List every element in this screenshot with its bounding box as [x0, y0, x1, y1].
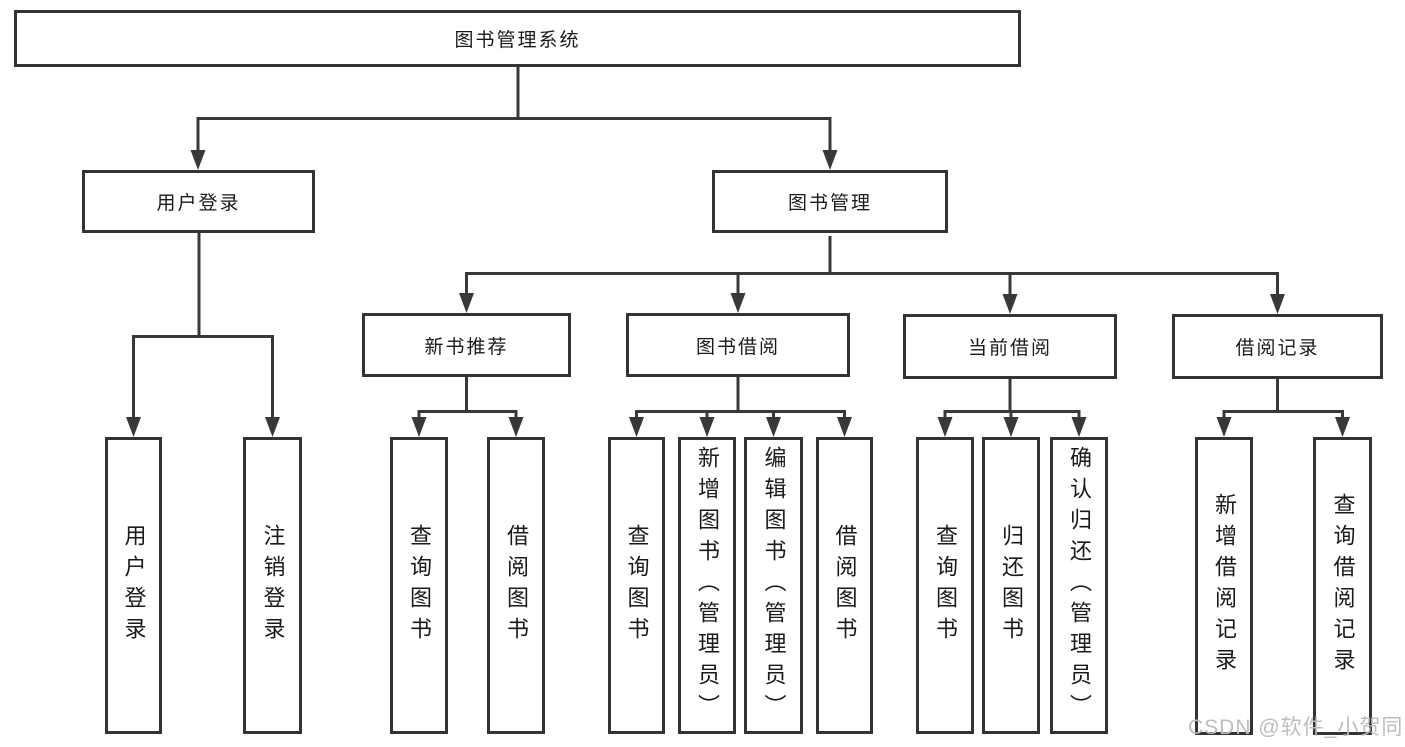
node-root-label: 图书管理系统: [454, 30, 581, 51]
node-new-book-recommend-label: 新书推荐: [424, 336, 509, 358]
node-current-borrowing: 当前借阅: [903, 314, 1117, 379]
leaf-add-book-admin-label: 新增图书（管理员）: [695, 446, 720, 725]
node-borrow-records-label: 借阅记录: [1235, 338, 1320, 359]
node-current-borrowing-label: 当前借阅: [967, 338, 1052, 359]
leaf-add-borrow-record-label: 新增借阅记录: [1212, 493, 1237, 679]
leaf-return-book: 归还图书: [982, 437, 1040, 734]
leaf-user-login: 用户登录: [105, 437, 162, 734]
node-user-login-label: 用户登录: [156, 193, 241, 214]
node-book-management-label: 图书管理: [787, 193, 872, 214]
leaf-query-borrow-record-label: 查询借阅记录: [1330, 493, 1356, 679]
leaf-logout-label: 注销登录: [260, 523, 286, 648]
leaf-query-book-borrowing-label: 查询图书: [624, 523, 650, 648]
leaf-query-borrow-record: 查询借阅记录: [1313, 437, 1372, 735]
node-book-management: 图书管理: [712, 170, 948, 233]
leaf-borrow-book: 借阅图书: [816, 437, 873, 734]
node-book-borrowing: 图书借阅: [626, 313, 850, 377]
leaf-confirm-return-admin-label: 确认归还（管理员）: [1067, 446, 1092, 725]
leaf-confirm-return-admin: 确认归还（管理员）: [1050, 437, 1108, 734]
node-new-book-recommend: 新书推荐: [362, 313, 571, 377]
leaf-query-book-recommend-label: 查询图书: [407, 523, 432, 648]
leaf-query-book-borrowing: 查询图书: [608, 437, 665, 734]
leaf-edit-book-admin: 编辑图书（管理员）: [744, 437, 803, 734]
leaf-return-book-label: 归还图书: [999, 523, 1024, 648]
leaf-add-borrow-record: 新增借阅记录: [1195, 437, 1253, 735]
leaf-borrow-book-label: 借阅图书: [832, 523, 858, 648]
leaf-query-book-current: 查询图书: [916, 437, 974, 734]
leaf-add-book-admin: 新增图书（管理员）: [678, 437, 736, 734]
leaf-logout: 注销登录: [243, 437, 302, 734]
node-book-borrowing-label: 图书借阅: [695, 336, 780, 358]
node-root: 图书管理系统: [14, 10, 1021, 67]
node-user-login: 用户登录: [82, 170, 315, 233]
leaf-user-login-label: 用户登录: [121, 523, 147, 648]
leaf-borrow-book-recommend-label: 借阅图书: [504, 523, 529, 648]
leaf-query-book-recommend: 查询图书: [390, 437, 448, 734]
leaf-edit-book-admin-label: 编辑图书（管理员）: [761, 446, 787, 725]
node-borrow-records: 借阅记录: [1172, 314, 1383, 379]
leaf-borrow-book-recommend: 借阅图书: [487, 437, 545, 734]
csdn-watermark: CSDN @软件_小贺同学: [1188, 716, 1405, 739]
leaf-query-book-current-label: 查询图书: [933, 523, 958, 648]
